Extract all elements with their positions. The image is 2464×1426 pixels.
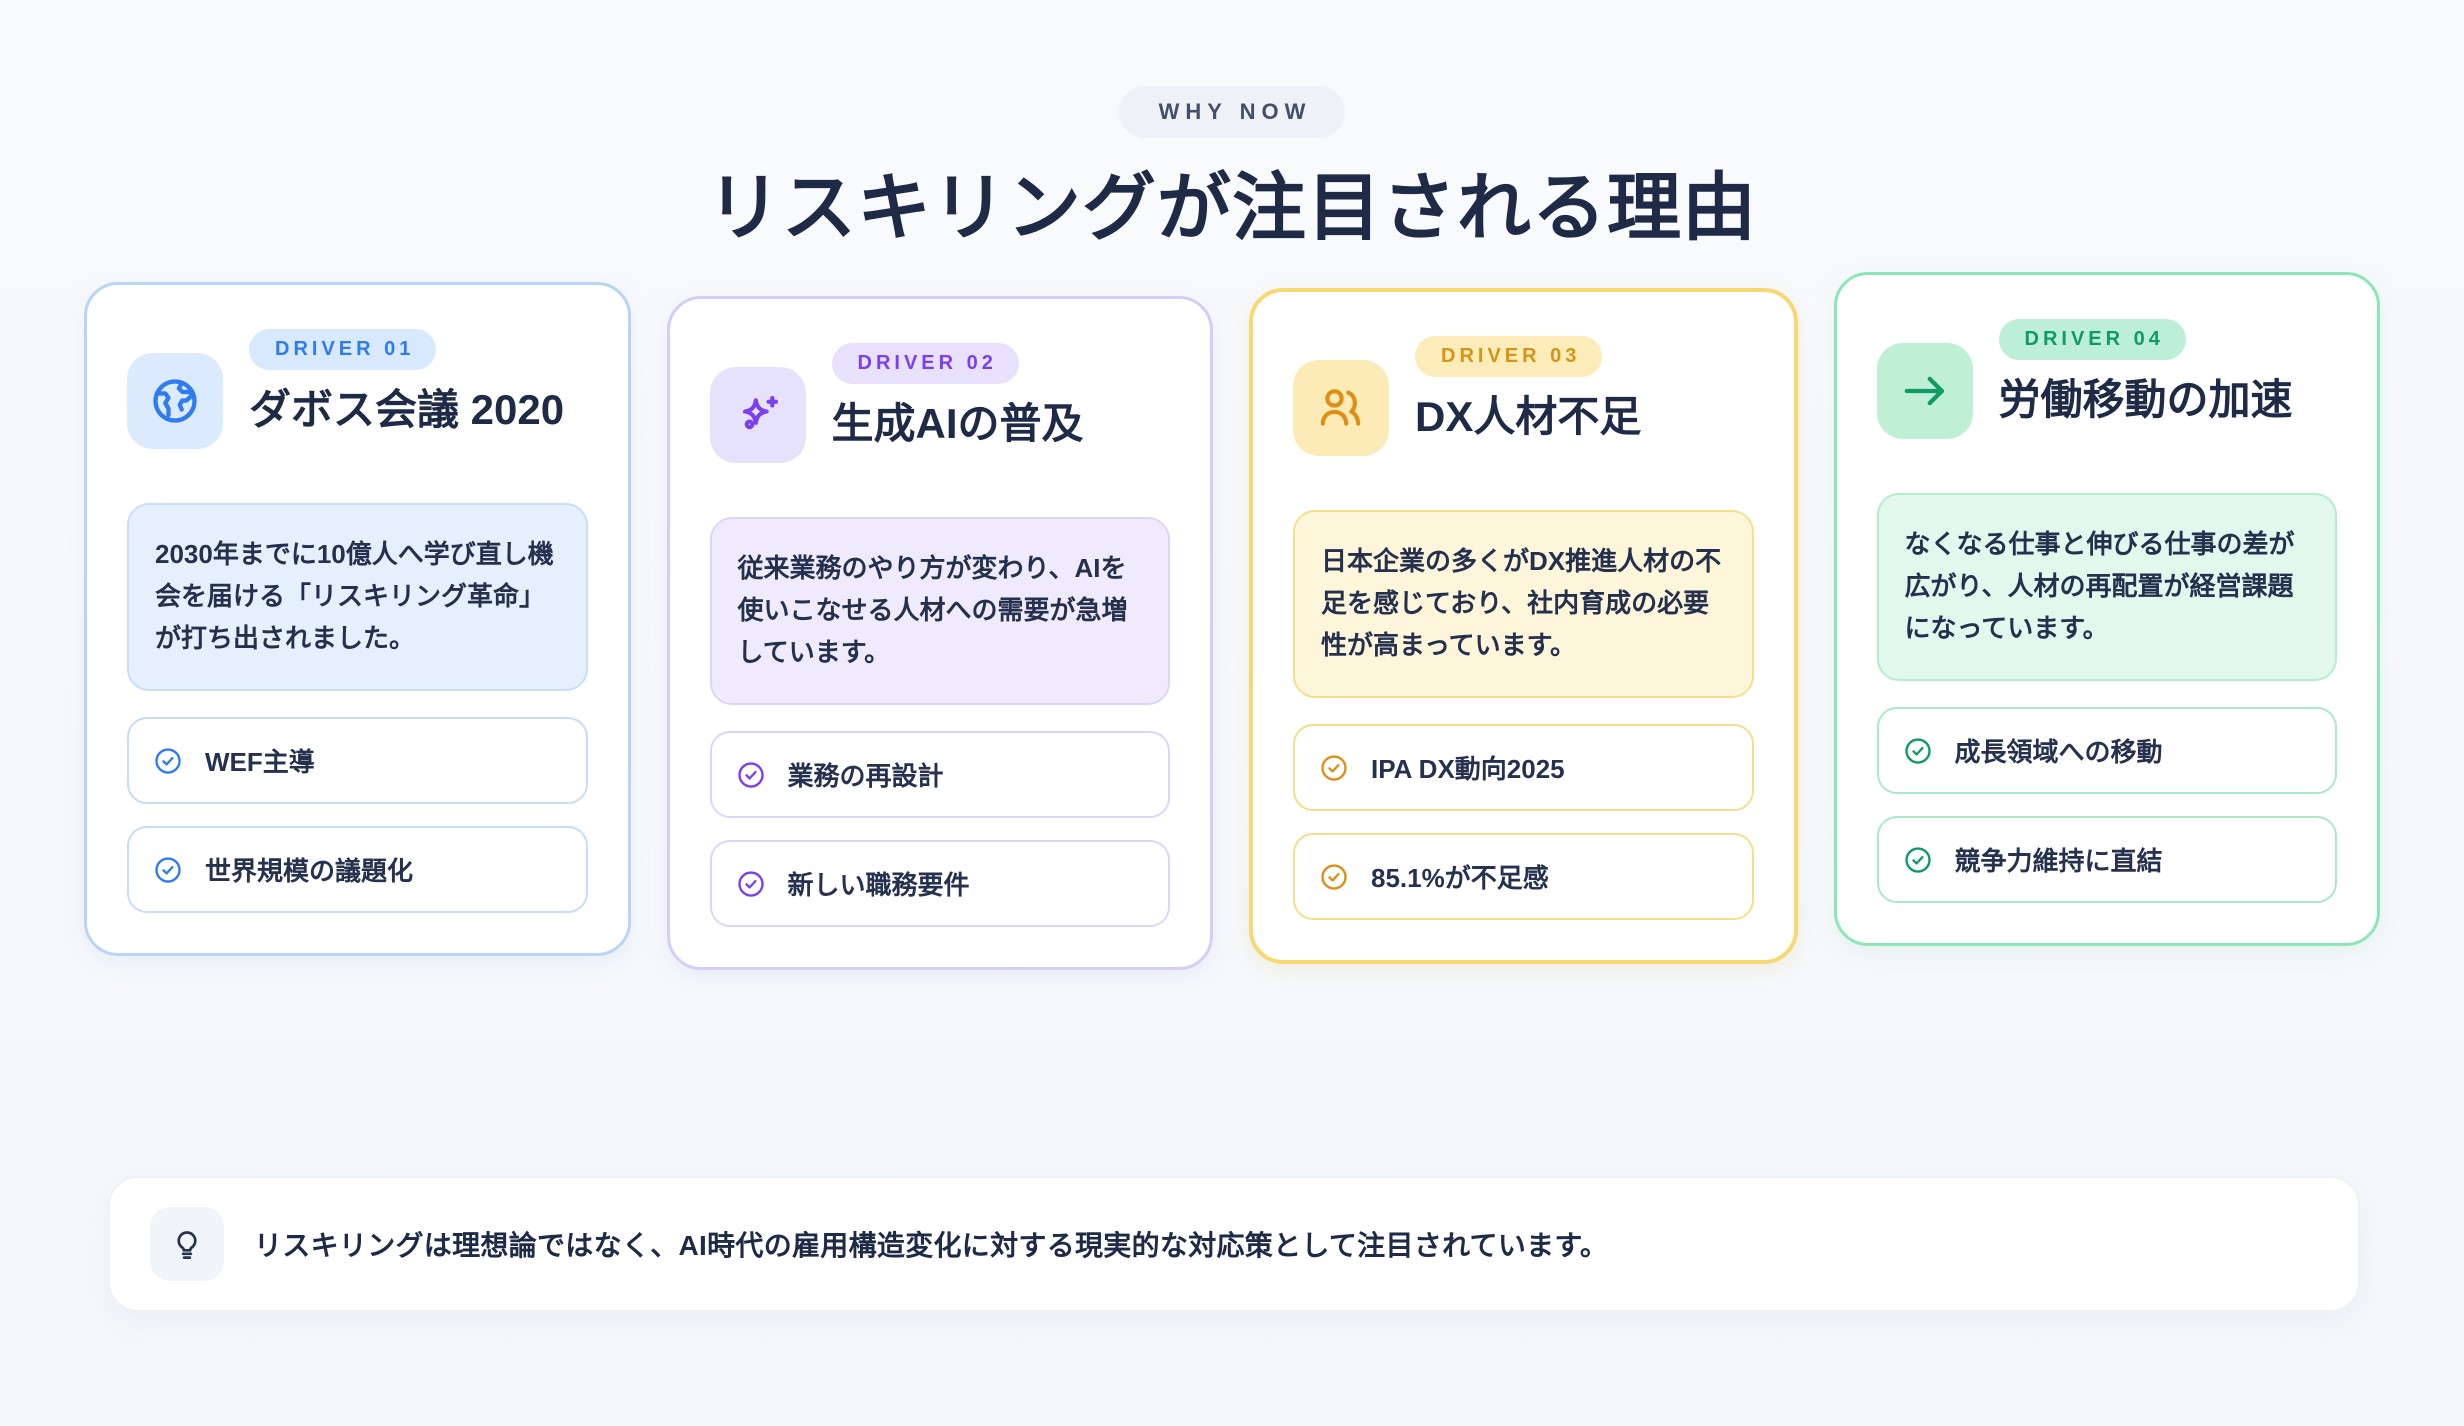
list-item-label: IPA DX動向2025 <box>1371 754 1565 785</box>
card-title: 労働移動の加速 <box>1998 376 2293 423</box>
summary-banner: リスキリングは理想論ではなく、AI時代の雇用構造変化に対する現実的な対応策として… <box>108 1176 2360 1312</box>
driver-badge: DRIVER 01 <box>249 329 437 370</box>
check-circle-icon <box>737 762 764 788</box>
list-item[interactable]: 世界規模の議題化 <box>127 826 588 914</box>
card-heading-text: DRIVER 04 労働移動の加速 <box>1998 317 2338 425</box>
card-bullet-list: IPA DX動向2025 85.1%が不足感 <box>1293 724 1754 921</box>
summary-text: リスキリングは理想論ではなく、AI時代の雇用構造変化に対する現実的な対応策として… <box>254 1230 1609 1261</box>
check-circle-icon <box>155 857 181 883</box>
check-circle-icon <box>155 748 181 774</box>
driver-card-01[interactable]: DRIVER 01 ダボス会議 2020 2030年までに10億人へ学び直し機会… <box>84 282 631 957</box>
driver-card-04[interactable]: DRIVER 04 労働移動の加速 なくなる仕事と伸びる仕事の差が広がり、人材の… <box>1833 272 2380 947</box>
card-description: 従来業務のやり方が変わり、AIを使いこなせる人材への需要が急増しています。 <box>709 517 1170 706</box>
list-item[interactable]: 85.1%が不足感 <box>1293 833 1754 921</box>
arrow-right-icon <box>1876 343 1973 439</box>
list-item[interactable]: 成長領域への移動 <box>1876 707 2337 795</box>
list-item-label: 競争力維持に直結 <box>1954 846 2163 877</box>
list-item-label: 世界規模の議題化 <box>205 856 414 887</box>
driver-card-03[interactable]: DRIVER 03 DX人材不足 日本企業の多くがDX推進人材の不足を感じており… <box>1249 288 1798 965</box>
card-title: 生成AIの普及 <box>831 400 1084 447</box>
lightbulb-icon <box>150 1207 224 1281</box>
card-heading-text: DRIVER 02 生成AIの普及 <box>831 341 1171 449</box>
check-circle-icon <box>1904 847 1931 873</box>
driver-badge: DRIVER 04 <box>1998 319 2186 360</box>
driver-badge: DRIVER 03 <box>1415 336 1603 377</box>
list-item[interactable]: WEF主導 <box>127 717 588 805</box>
list-item[interactable]: 新しい職務要件 <box>709 840 1170 928</box>
driver-card-02[interactable]: DRIVER 02 生成AIの普及 従来業務のやり方が変わり、AIを使いこなせる… <box>666 296 1213 971</box>
card-heading-text: DRIVER 03 DX人材不足 <box>1415 334 1754 442</box>
list-item-label: 成長領域への移動 <box>1954 737 2163 768</box>
driver-badge: DRIVER 02 <box>831 343 1019 384</box>
globe-icon <box>127 353 223 449</box>
list-item-label: 業務の再設計 <box>787 761 944 792</box>
eyebrow-badge: WHY NOW <box>1118 86 1346 138</box>
list-item-label: WEF主導 <box>205 747 315 778</box>
card-heading-text: DRIVER 01 ダボス会議 2020 <box>249 327 588 435</box>
card-bullet-list: WEF主導 世界規模の議題化 <box>127 717 588 914</box>
list-item[interactable]: 業務の再設計 <box>709 731 1170 819</box>
card-description: なくなる仕事と伸びる仕事の差が広がり、人材の再配置が経営課題になっています。 <box>1876 493 2337 682</box>
card-header: DRIVER 01 ダボス会議 2020 <box>127 327 588 477</box>
users-icon <box>1293 360 1389 456</box>
check-circle-icon <box>1321 864 1347 890</box>
list-item[interactable]: 競争力維持に直結 <box>1876 816 2337 904</box>
card-title: DX人材不足 <box>1415 393 1642 440</box>
driver-card-grid: DRIVER 01 ダボス会議 2020 2030年までに10億人へ学び直し機会… <box>84 272 2380 971</box>
eyebrow-container: WHY NOW <box>0 86 2464 138</box>
card-title: ダボス会議 2020 <box>249 386 565 433</box>
card-header: DRIVER 04 労働移動の加速 <box>1876 317 2338 467</box>
list-item-label: 新しい職務要件 <box>787 870 970 901</box>
list-item-label: 85.1%が不足感 <box>1371 863 1549 894</box>
card-header: DRIVER 03 DX人材不足 <box>1293 334 1754 484</box>
page-title: リスキリングが注目される理由 <box>707 166 1757 249</box>
card-header: DRIVER 02 生成AIの普及 <box>709 341 1171 491</box>
card-bullet-list: 業務の再設計 新しい職務要件 <box>709 731 1170 928</box>
card-bullet-list: 成長領域への移動 競争力維持に直結 <box>1876 707 2337 904</box>
sparkles-icon <box>709 367 806 463</box>
card-description: 2030年までに10億人へ学び直し機会を届ける「リスキリング革命」が打ち出されま… <box>127 503 588 692</box>
card-description: 日本企業の多くがDX推進人材の不足を感じており、社内育成の必要性が高まっています… <box>1293 510 1754 699</box>
list-item[interactable]: IPA DX動向2025 <box>1293 724 1754 812</box>
check-circle-icon <box>737 871 764 897</box>
check-circle-icon <box>1321 755 1347 781</box>
check-circle-icon <box>1904 738 1931 764</box>
